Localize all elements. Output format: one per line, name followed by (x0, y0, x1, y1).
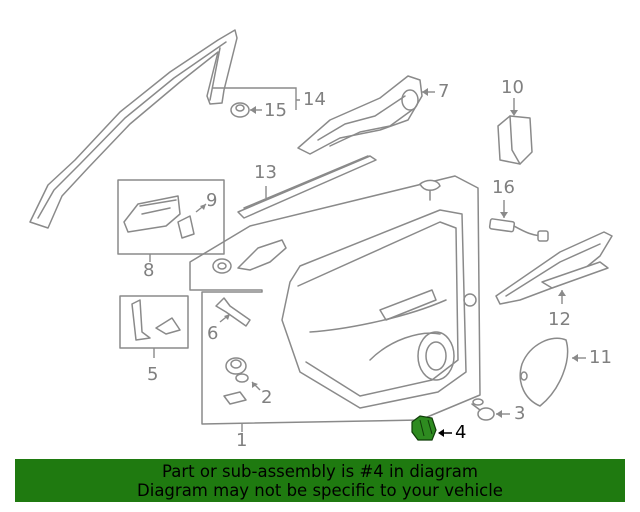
part-7-handle-bezel (297, 75, 435, 155)
info-banner: Part or sub-assembly is #4 in diagram Di… (15, 459, 625, 502)
banner-line-disclaimer: Diagram may not be specific to your vehi… (137, 481, 503, 500)
callout-8: 8 (143, 260, 155, 281)
callout-2: 2 (261, 387, 273, 408)
part-3-screw (471, 398, 510, 421)
callout-leaders (200, 88, 578, 418)
part-6-push-pin (215, 297, 251, 327)
part-2-fasteners (223, 357, 261, 405)
part-4-highlighted-clip (411, 415, 452, 441)
callout-3: 3 (514, 403, 526, 424)
callout-16: 16 (492, 177, 515, 198)
part-1-door-trim-panel (189, 175, 481, 432)
callout-14: 14 (303, 89, 326, 110)
callout-11: 11 (589, 347, 612, 368)
callout-9: 9 (206, 190, 218, 211)
callout-13: 13 (254, 162, 277, 183)
part-15-clip (230, 102, 262, 118)
callout-6: 6 (207, 323, 219, 344)
callout-10: 10 (501, 77, 524, 98)
callout-7: 7 (438, 81, 450, 102)
part-13-belt-strip (237, 155, 377, 219)
callout-1: 1 (236, 430, 248, 451)
callout-5: 5 (147, 364, 159, 385)
part-8-switch-group (117, 179, 225, 262)
callout-12: 12 (548, 309, 571, 330)
callout-4: 4 (455, 422, 467, 443)
part-5-bracket-group (119, 295, 189, 358)
part-12-trim-strip (495, 231, 613, 305)
callout-15: 15 (264, 100, 287, 121)
part-14-window-molding (29, 29, 238, 229)
part-11-speaker-grille (519, 337, 586, 407)
part-10-switch (497, 98, 533, 165)
part-16-wiring (488, 200, 549, 242)
banner-line-part: Part or sub-assembly is #4 in diagram (162, 462, 478, 481)
